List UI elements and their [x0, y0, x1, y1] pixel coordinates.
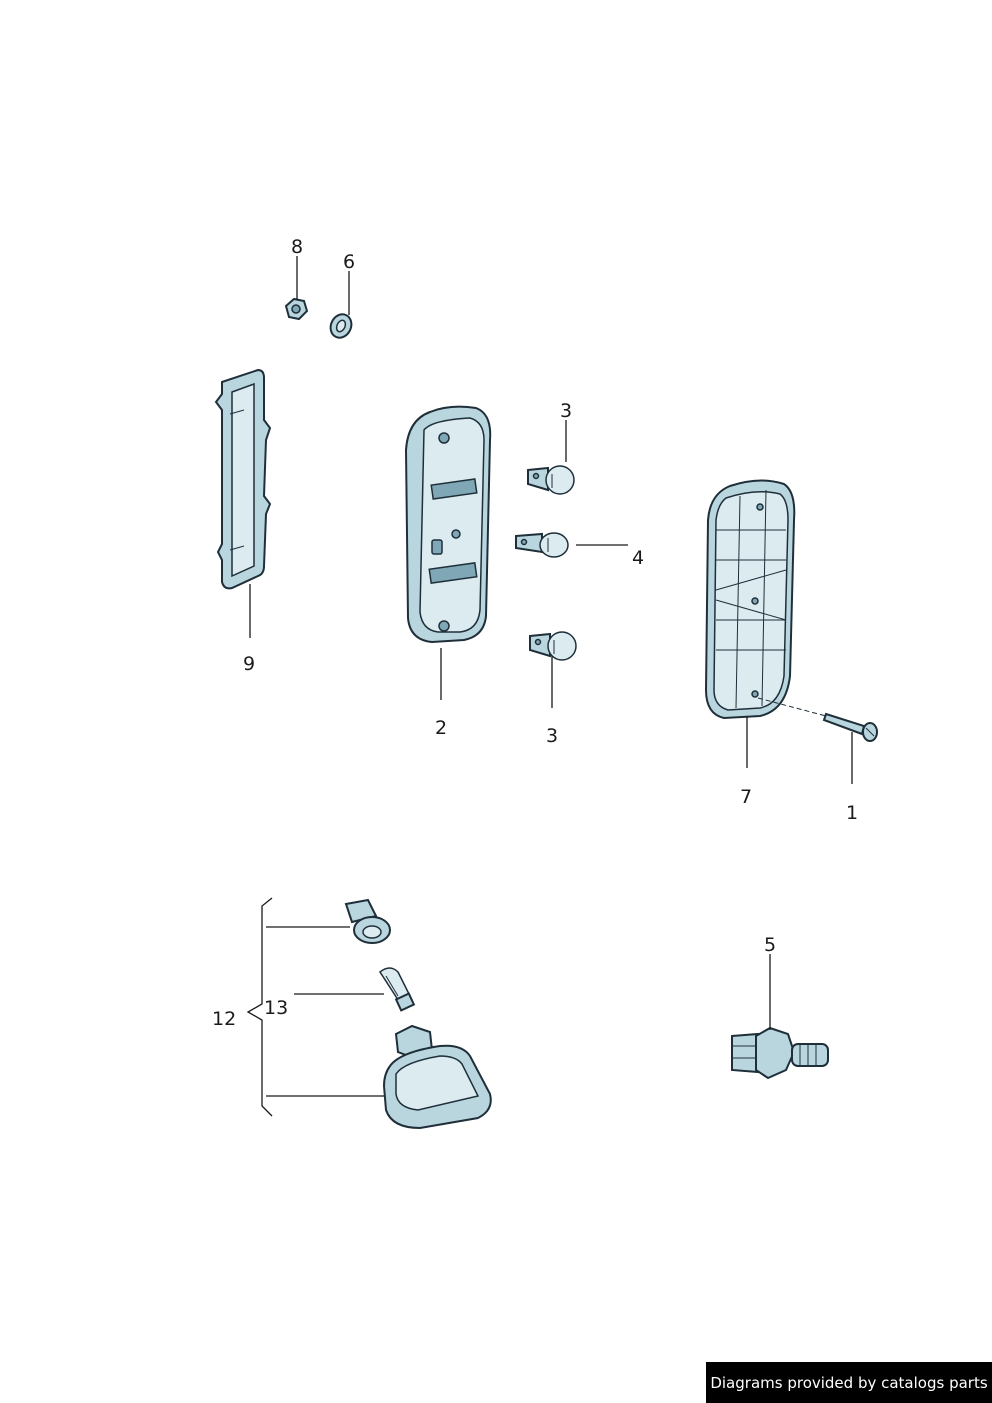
screw-part-1	[757, 697, 878, 742]
callout-6: 6	[343, 251, 355, 273]
callout-2: 2	[435, 717, 447, 739]
credit-badge: Diagrams provided by catalogs parts	[706, 1362, 992, 1403]
callout-3-lower: 3	[546, 725, 558, 747]
bulb-part-4	[515, 532, 569, 558]
callout-4: 4	[632, 547, 644, 569]
callout-3-upper: 3	[560, 400, 572, 422]
switch-part-5	[731, 1026, 829, 1080]
nut-part-8	[284, 297, 309, 321]
callout-13: 13	[264, 997, 288, 1019]
washer-part-6	[329, 313, 353, 339]
callout-12: 12	[212, 1008, 236, 1030]
callout-8: 8	[291, 236, 303, 258]
lens-part-7	[704, 479, 796, 720]
plate-lamp-body	[382, 1024, 492, 1130]
bulb-lower-part-3	[529, 631, 577, 661]
callout-5: 5	[764, 934, 776, 956]
callout-9: 9	[243, 653, 255, 675]
group-bracket-12	[246, 897, 273, 1117]
bulb-upper-part-3	[527, 465, 575, 495]
socket-part	[344, 898, 391, 944]
lamp-housing-part-2	[404, 405, 492, 644]
callout-1: 1	[846, 802, 858, 824]
callout-7: 7	[740, 786, 752, 808]
gasket-part-9	[214, 368, 272, 590]
bulb-part-13	[379, 967, 416, 1012]
